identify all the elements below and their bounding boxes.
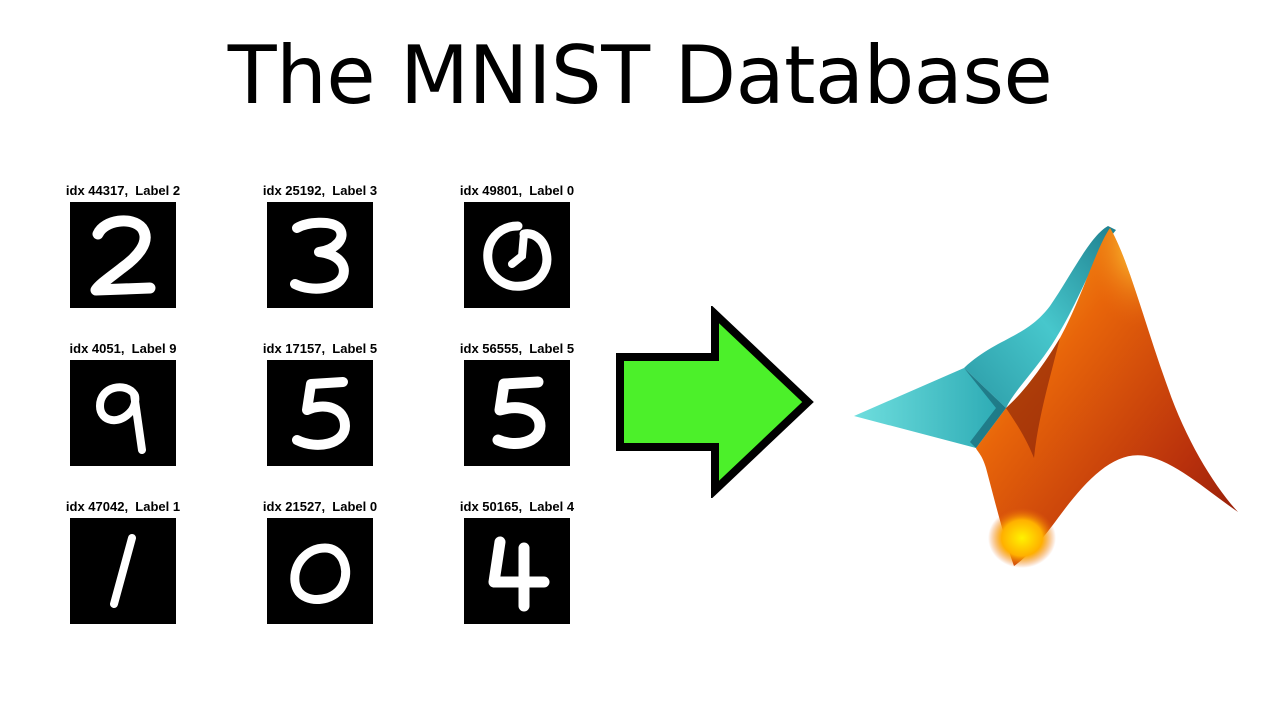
sample-label: idx 21527, Label 0 — [262, 499, 378, 514]
sample-label: idx 25192, Label 3 — [262, 183, 378, 198]
digit-image-0 — [267, 518, 373, 624]
sample-label: idx 56555, Label 5 — [459, 341, 575, 356]
digit-image-9 — [70, 360, 176, 466]
sample-cell: idx 44317, Label 2 — [33, 183, 213, 333]
digit-image-5 — [267, 360, 373, 466]
sample-cell: idx 21527, Label 0 — [230, 499, 410, 649]
sample-cell: idx 4051, Label 9 — [33, 341, 213, 491]
digit-image-4 — [464, 518, 570, 624]
sample-label: idx 44317, Label 2 — [65, 183, 181, 198]
sample-label: idx 49801, Label 0 — [459, 183, 575, 198]
sample-label: idx 17157, Label 5 — [262, 341, 378, 356]
digit-image-3 — [267, 202, 373, 308]
digit-image-1 — [70, 518, 176, 624]
sample-cell: idx 25192, Label 3 — [230, 183, 410, 333]
digit-image-5 — [464, 360, 570, 466]
sample-cell: idx 56555, Label 5 — [427, 341, 607, 491]
matlab-membrane-logo — [846, 218, 1242, 574]
sample-label: idx 47042, Label 1 — [65, 499, 181, 514]
right-arrow-icon — [612, 304, 816, 500]
sample-cell: idx 47042, Label 1 — [33, 499, 213, 649]
sample-label: idx 50165, Label 4 — [459, 499, 575, 514]
mnist-sample-grid: idx 44317, Label 2 idx 25192, Label 3 id… — [33, 183, 607, 649]
sample-cell: idx 49801, Label 0 — [427, 183, 607, 333]
slide-title: The MNIST Database — [227, 29, 1053, 122]
sample-cell: idx 50165, Label 4 — [427, 499, 607, 649]
sample-label: idx 4051, Label 9 — [69, 341, 177, 356]
digit-image-2 — [70, 202, 176, 308]
sample-cell: idx 17157, Label 5 — [230, 341, 410, 491]
digit-image-0 — [464, 202, 570, 308]
